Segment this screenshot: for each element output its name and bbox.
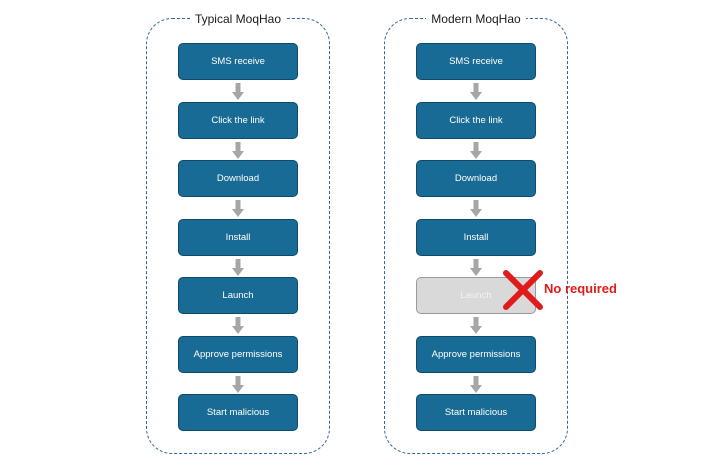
typical-step-download: Download — [178, 160, 298, 197]
modern-step-install: Install — [416, 219, 536, 256]
modern-step-start-malicious: Start malicious — [416, 394, 536, 431]
down-arrow-icon — [232, 376, 244, 393]
modern-step-approve-permissions: Approve permissions — [416, 336, 536, 373]
modern-step-download: Download — [416, 160, 536, 197]
modern-step-click-link: Click the link — [416, 102, 536, 139]
down-arrow-icon — [470, 200, 482, 217]
down-arrow-icon — [232, 259, 244, 276]
down-arrow-icon — [470, 142, 482, 159]
typical-step-launch: Launch — [178, 277, 298, 314]
modern-step-sms-receive: SMS receive — [416, 43, 536, 80]
typical-step-install: Install — [178, 219, 298, 256]
typical-step-approve-permissions: Approve permissions — [178, 336, 298, 373]
down-arrow-icon — [232, 200, 244, 217]
down-arrow-icon — [232, 83, 244, 100]
down-arrow-icon — [470, 376, 482, 393]
red-x-icon — [503, 270, 543, 310]
modern-moqhao-title: Modern MoqHao — [384, 11, 568, 27]
typical-step-sms-receive: SMS receive — [178, 43, 298, 80]
typical-step-click-link: Click the link — [178, 102, 298, 139]
down-arrow-icon — [470, 259, 482, 276]
typical-moqhao-title: Typical MoqHao — [146, 11, 330, 27]
down-arrow-icon — [470, 317, 482, 334]
down-arrow-icon — [232, 142, 244, 159]
down-arrow-icon — [470, 83, 482, 100]
typical-step-start-malicious: Start malicious — [178, 394, 298, 431]
no-required-label: No required — [544, 281, 617, 296]
down-arrow-icon — [232, 317, 244, 334]
